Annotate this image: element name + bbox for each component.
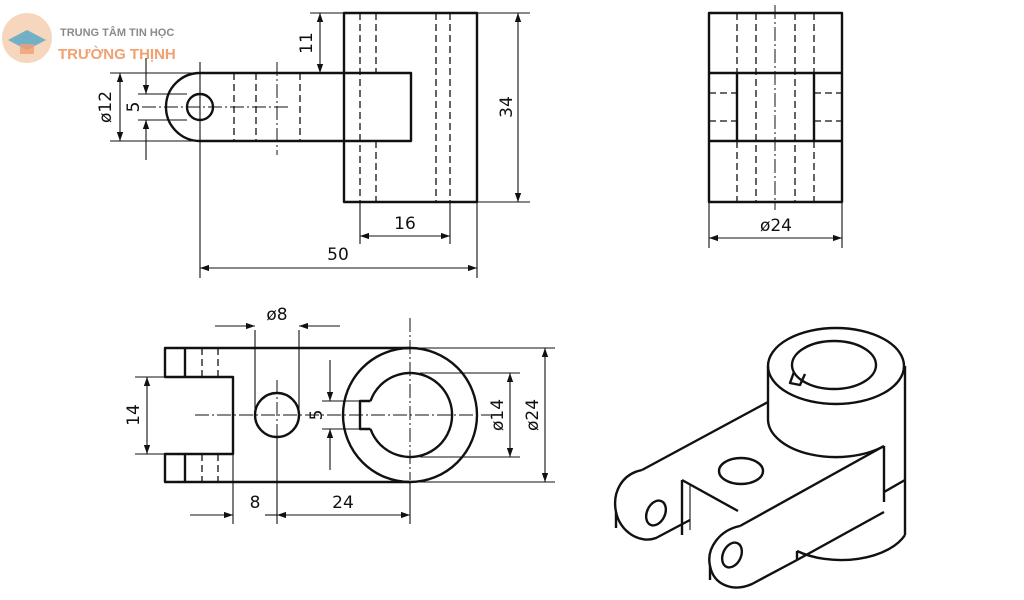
dim-d12: ø12 bbox=[96, 91, 116, 123]
dim-11: 11 bbox=[297, 32, 317, 54]
iso-arm-hole bbox=[717, 456, 765, 486]
logo-line1: TRUNG TÂM TIN HỌC bbox=[60, 26, 174, 39]
front-view: 11 34 16 50 ø12 5 bbox=[96, 11, 530, 278]
dim-16: 16 bbox=[394, 214, 416, 234]
front-arm-outline bbox=[200, 71, 413, 143]
dim-14: 14 bbox=[124, 404, 144, 426]
iso-boss-top bbox=[766, 326, 906, 406]
dim-slot-5: 5 bbox=[307, 410, 327, 421]
dim-5: 5 bbox=[124, 102, 144, 113]
top-arm-outline bbox=[163, 346, 410, 484]
logo: TRUNG TÂM TIN HỌC TRƯỜNG THỊNH bbox=[2, 13, 176, 63]
side-view: ø24 bbox=[707, 5, 844, 248]
dim-50: 50 bbox=[327, 245, 349, 265]
isometric-view bbox=[613, 326, 907, 589]
dim-d8: ø8 bbox=[266, 305, 287, 325]
dim-d24-side: ø24 bbox=[760, 216, 792, 236]
dim-d14: ø14 bbox=[488, 399, 508, 431]
side-outline bbox=[707, 11, 844, 204]
top-bore bbox=[369, 371, 454, 459]
top-view: ø8 14 5 ø14 ø24 8 24 bbox=[124, 305, 555, 524]
dim-8: 8 bbox=[250, 493, 261, 513]
iso-bore bbox=[790, 339, 878, 391]
dim-d24-top: ø24 bbox=[523, 399, 543, 431]
logo-line2: TRƯỜNG THỊNH bbox=[58, 45, 176, 63]
front-boss-outline bbox=[342, 11, 479, 204]
dim-24: 24 bbox=[332, 493, 354, 513]
graduation-cap-icon bbox=[8, 30, 46, 50]
dim-34: 34 bbox=[497, 96, 517, 118]
